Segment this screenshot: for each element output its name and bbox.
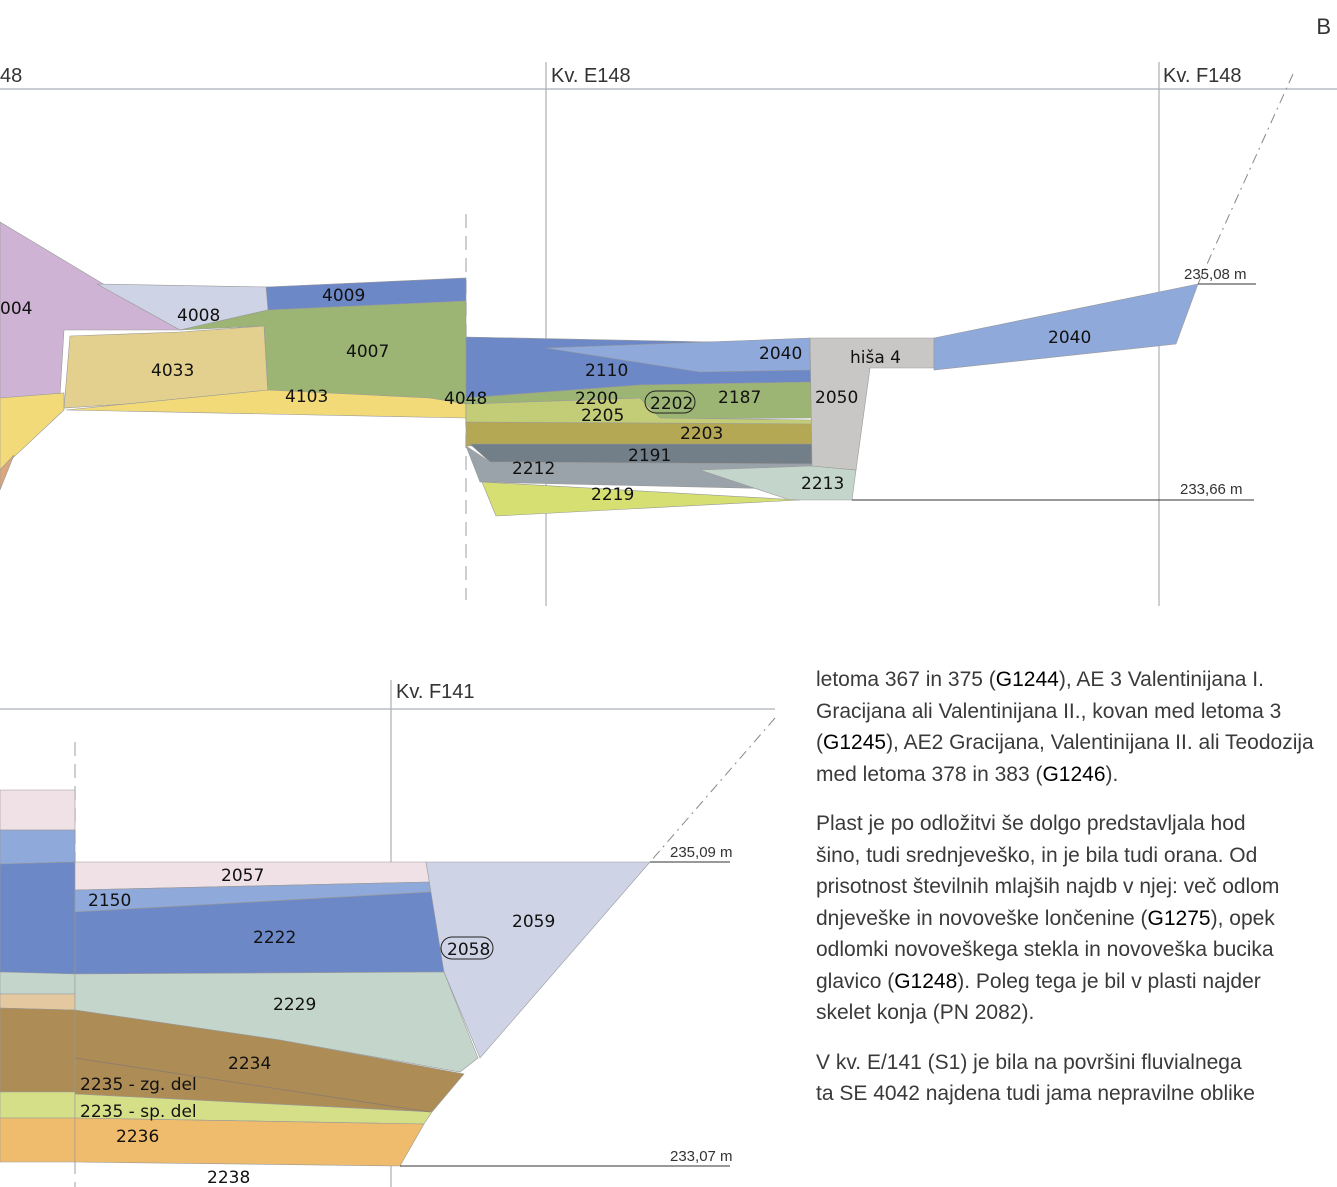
elevation-label-bottom: 233,66 m [1180,481,1243,498]
text-line: Gracijana ali Valentinijana II., kovan m… [816,699,1282,723]
text-run: ( [816,731,823,754]
text-line: prisotnost številnih mlajših najdb v nje… [816,875,1280,898]
text-line: Plast je po odložitvi še dolgo predstavl… [816,812,1246,835]
label-2050: 2050 [815,388,858,408]
label-4009: 4009 [322,286,365,306]
label-2200: 2200 [575,389,618,409]
text-run: ), AE 3 Valentinijana I. [1058,668,1264,691]
layer-4033 [63,325,269,409]
label-2202: 2202 [650,394,693,414]
bottom-elevation-label-top: 235,09 m [670,844,733,861]
text-line: šino, tudi srednjeveško, in je bila tudi… [816,843,1258,867]
slope-dashdot-line [1197,73,1294,285]
layer-left-2235 [0,1091,76,1119]
layer-2213 [699,465,857,501]
label-2205: 2205 [581,406,624,426]
layer-left-2234 [0,1007,76,1093]
paragraph-2: Plast je po odložitvi še dolgo predstavl… [816,808,1337,1029]
label-2110: 2110 [585,361,628,381]
layer-left-blue [0,861,76,975]
label-4007: 4007 [346,342,389,362]
layer-left-pink [0,789,76,831]
bottom-slope-dashdot-line [649,717,776,863]
label-2222: 2222 [253,928,296,948]
find-reference: G1244 [995,668,1059,691]
label-4008: 4008 [177,306,220,326]
text-run: dnjeveške in novoveške lončenine ( [816,906,1148,930]
layer-left-2229 [0,971,76,995]
label-2213: 2213 [801,474,844,494]
text-run: ), AE2 Gracijana, Valentinijana II. ali … [886,731,1314,754]
find-reference: G1248 [894,969,958,993]
text-line: dnjeveške in novoveške lončenine (G1275)… [816,903,1337,935]
label-4033: 4033 [151,361,194,381]
text-run: ). Poleg tega je bil v plasti najder [957,969,1261,993]
bottom-elevation-label-bottom: 233,07 m [670,1148,733,1165]
label-2235-sp: 2235 - sp. del [80,1102,197,1122]
text-run: ), opek [1210,906,1275,930]
paragraph-1: letoma 367 in 375 (G1244), AE 3 Valentin… [816,664,1337,790]
text-line: odlomki novoveškega stekla in novoveška … [816,938,1274,961]
label-2058-oval [440,936,494,960]
text-line: ta SE 4042 najdena tudi jama nepravilne … [816,1082,1255,1105]
layer-2203 [465,421,813,447]
layer-2219 [481,481,801,517]
label-2059: 2059 [512,912,555,932]
text-run: med letoma 378 in 383 ( [816,762,1043,786]
label-2150: 2150 [88,891,131,911]
layer-2235-zg-line [74,1057,431,1113]
layer-left-2236 [0,1117,76,1163]
text-line: med letoma 378 in 383 (G1246). [816,759,1337,791]
text-run: glavico ( [816,969,895,993]
bottom-profile: Kv. F141 235,09 m 233,07 m 2057 2150 222… [0,680,776,1187]
grid-label-e148: Kv. E148 [551,65,631,87]
top-profile: 48 Kv. E148 Kv. F148 235,08 m 233,66 m 0… [0,62,1337,606]
label-2191: 2191 [628,446,671,466]
label-2234: 2234 [228,1054,271,1074]
layer-left-yellow [0,392,65,471]
label-2202-oval [644,390,696,414]
label-2040-right: 2040 [1048,328,1091,348]
find-reference: G1245 [823,731,887,754]
paragraph-3: V kv. E/141 (S1) je bila na površini flu… [816,1047,1337,1110]
label-2238: 2238 [207,1168,250,1187]
layer-2040-right [933,283,1199,371]
text-run: ). [1105,762,1119,786]
label-2219: 2219 [591,485,634,505]
label-4103: 4103 [285,387,328,407]
label-2235-zg: 2235 - zg. del [80,1075,197,1095]
find-reference: G1246 [1042,762,1106,786]
label-2040-left: 2040 [759,344,802,364]
layer-left-tan [0,993,76,1011]
grid-label-f148: Kv. F148 [1163,65,1242,87]
text-line: glavico (G1248). Poleg tega je bil v pla… [816,966,1337,998]
label-hisa-4: hiša 4 [850,348,901,368]
label-2058: 2058 [447,940,490,960]
text-line: V kv. E/141 (S1) je bila na površini flu… [816,1050,1242,1074]
label-4048: 4048 [444,389,487,409]
layer-2059 [425,861,651,1059]
label-004: 004 [0,299,32,319]
label-2057: 2057 [221,866,264,886]
elevation-label-top: 235,08 m [1184,266,1247,283]
text-line: skelet konja (PN 2082). [816,1001,1035,1024]
label-2229: 2229 [273,995,316,1015]
page-corner-letter: B [1316,14,1331,39]
text-line: (G1245), AE2 Gracijana, Valentinijana II… [816,727,1337,759]
body-text: letoma 367 in 375 (G1244), AE 3 Valentin… [816,664,1337,1128]
text-run: letoma 367 in 375 ( [816,668,996,691]
grid-label-f141: Kv. F141 [396,681,475,703]
label-2212: 2212 [512,459,555,479]
label-2187: 2187 [718,388,761,408]
find-reference: G1275 [1147,906,1211,930]
layer-left-lightblue [0,829,76,865]
layer-left-orange [0,454,15,491]
text-line: letoma 367 in 375 (G1244), AE 3 Valentin… [816,664,1337,696]
grid-label-48: 48 [0,65,22,87]
label-2203: 2203 [680,424,723,444]
label-2236: 2236 [116,1127,159,1147]
layer-2234 [74,1009,465,1113]
